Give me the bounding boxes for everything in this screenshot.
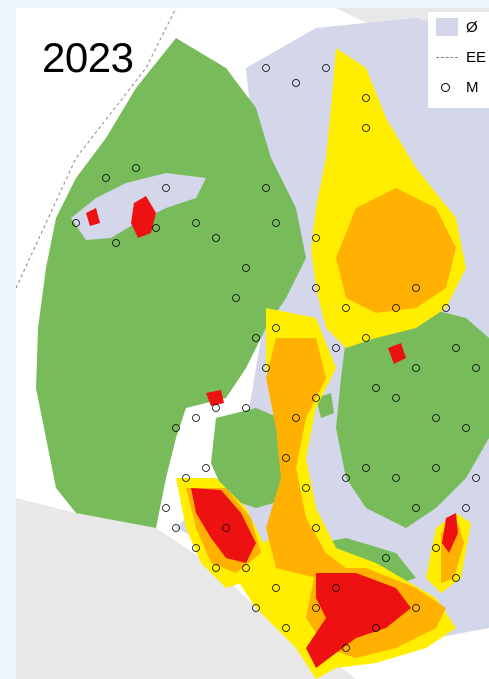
station-marker — [362, 124, 370, 132]
station-marker — [212, 234, 220, 242]
legend-label: Ø — [466, 18, 478, 36]
station-marker — [372, 384, 380, 392]
station-marker — [252, 604, 260, 612]
station-marker — [212, 404, 220, 412]
station-marker — [282, 454, 290, 462]
legend-item-station: M — [436, 76, 479, 98]
station-markers — [72, 64, 480, 652]
zone-high — [306, 573, 411, 668]
station-marker — [382, 554, 390, 562]
station-marker — [232, 294, 240, 302]
station-marker — [262, 184, 270, 192]
station-marker — [342, 644, 350, 652]
station-marker — [322, 64, 330, 72]
station-marker — [72, 219, 80, 227]
legend-item-sea: Ø — [436, 16, 478, 38]
station-marker — [412, 504, 420, 512]
legend: Ø EE M — [428, 12, 489, 108]
eez-boundary — [16, 8, 177, 289]
station-marker — [372, 624, 380, 632]
station-marker — [432, 414, 440, 422]
station-marker — [262, 364, 270, 372]
zone-medium — [336, 188, 456, 313]
station-marker — [252, 334, 260, 342]
station-marker — [412, 364, 420, 372]
station-marker — [102, 174, 110, 182]
station-marker — [132, 164, 140, 172]
station-marker — [242, 564, 250, 572]
station-marker — [192, 414, 200, 422]
station-marker — [312, 234, 320, 242]
station-marker — [202, 464, 210, 472]
zealand-land — [336, 308, 489, 528]
station-marker — [172, 524, 180, 532]
station-marker — [272, 324, 280, 332]
station-marker — [472, 364, 480, 372]
station-marker — [312, 284, 320, 292]
station-marker — [362, 94, 370, 102]
station-marker — [462, 424, 470, 432]
dashed-line-icon — [436, 48, 458, 66]
station-marker — [302, 484, 310, 492]
zone-high — [86, 208, 100, 226]
station-marker — [262, 64, 270, 72]
station-marker — [312, 394, 320, 402]
station-marker — [332, 584, 340, 592]
zone-high — [206, 390, 224, 406]
station-marker — [432, 464, 440, 472]
station-marker — [362, 334, 370, 342]
station-marker — [362, 464, 370, 472]
station-marker — [292, 79, 300, 87]
germany-land — [16, 498, 356, 679]
station-marker — [292, 414, 300, 422]
station-marker — [272, 584, 280, 592]
station-marker — [412, 604, 420, 612]
legend-label: EE — [466, 48, 487, 66]
station-marker — [242, 264, 250, 272]
station-marker — [392, 304, 400, 312]
map-frame: 2023 Ø EE M — [16, 8, 489, 679]
circle-icon — [436, 78, 458, 96]
denmark-map — [16, 8, 489, 679]
station-marker — [282, 624, 290, 632]
sea-swatch-icon — [436, 18, 458, 36]
station-marker — [442, 304, 450, 312]
station-marker — [342, 474, 350, 482]
zone-high — [442, 513, 458, 553]
station-marker — [462, 504, 470, 512]
jutland-land — [36, 38, 306, 528]
station-marker — [242, 404, 250, 412]
station-marker — [272, 219, 280, 227]
station-marker — [172, 424, 180, 432]
station-marker — [472, 474, 480, 482]
station-marker — [412, 284, 420, 292]
station-marker — [212, 564, 220, 572]
station-marker — [392, 474, 400, 482]
station-marker — [452, 344, 460, 352]
station-marker — [312, 524, 320, 532]
zone-high — [388, 343, 406, 364]
legend-item-eez: EE — [436, 46, 486, 68]
station-marker — [452, 574, 460, 582]
station-marker — [192, 544, 200, 552]
station-marker — [222, 524, 230, 532]
station-marker — [162, 504, 170, 512]
zone-high — [131, 196, 156, 238]
station-marker — [162, 184, 170, 192]
samsoe-land — [316, 393, 334, 418]
zone-medium — [266, 338, 346, 578]
legend-label: M — [466, 78, 479, 96]
station-marker — [332, 344, 340, 352]
year-label: 2023 — [42, 34, 134, 81]
station-marker — [432, 544, 440, 552]
station-marker — [342, 304, 350, 312]
station-marker — [312, 604, 320, 612]
station-marker — [392, 394, 400, 402]
station-marker — [152, 224, 160, 232]
station-marker — [192, 219, 200, 227]
station-marker — [182, 474, 190, 482]
station-marker — [112, 239, 120, 247]
